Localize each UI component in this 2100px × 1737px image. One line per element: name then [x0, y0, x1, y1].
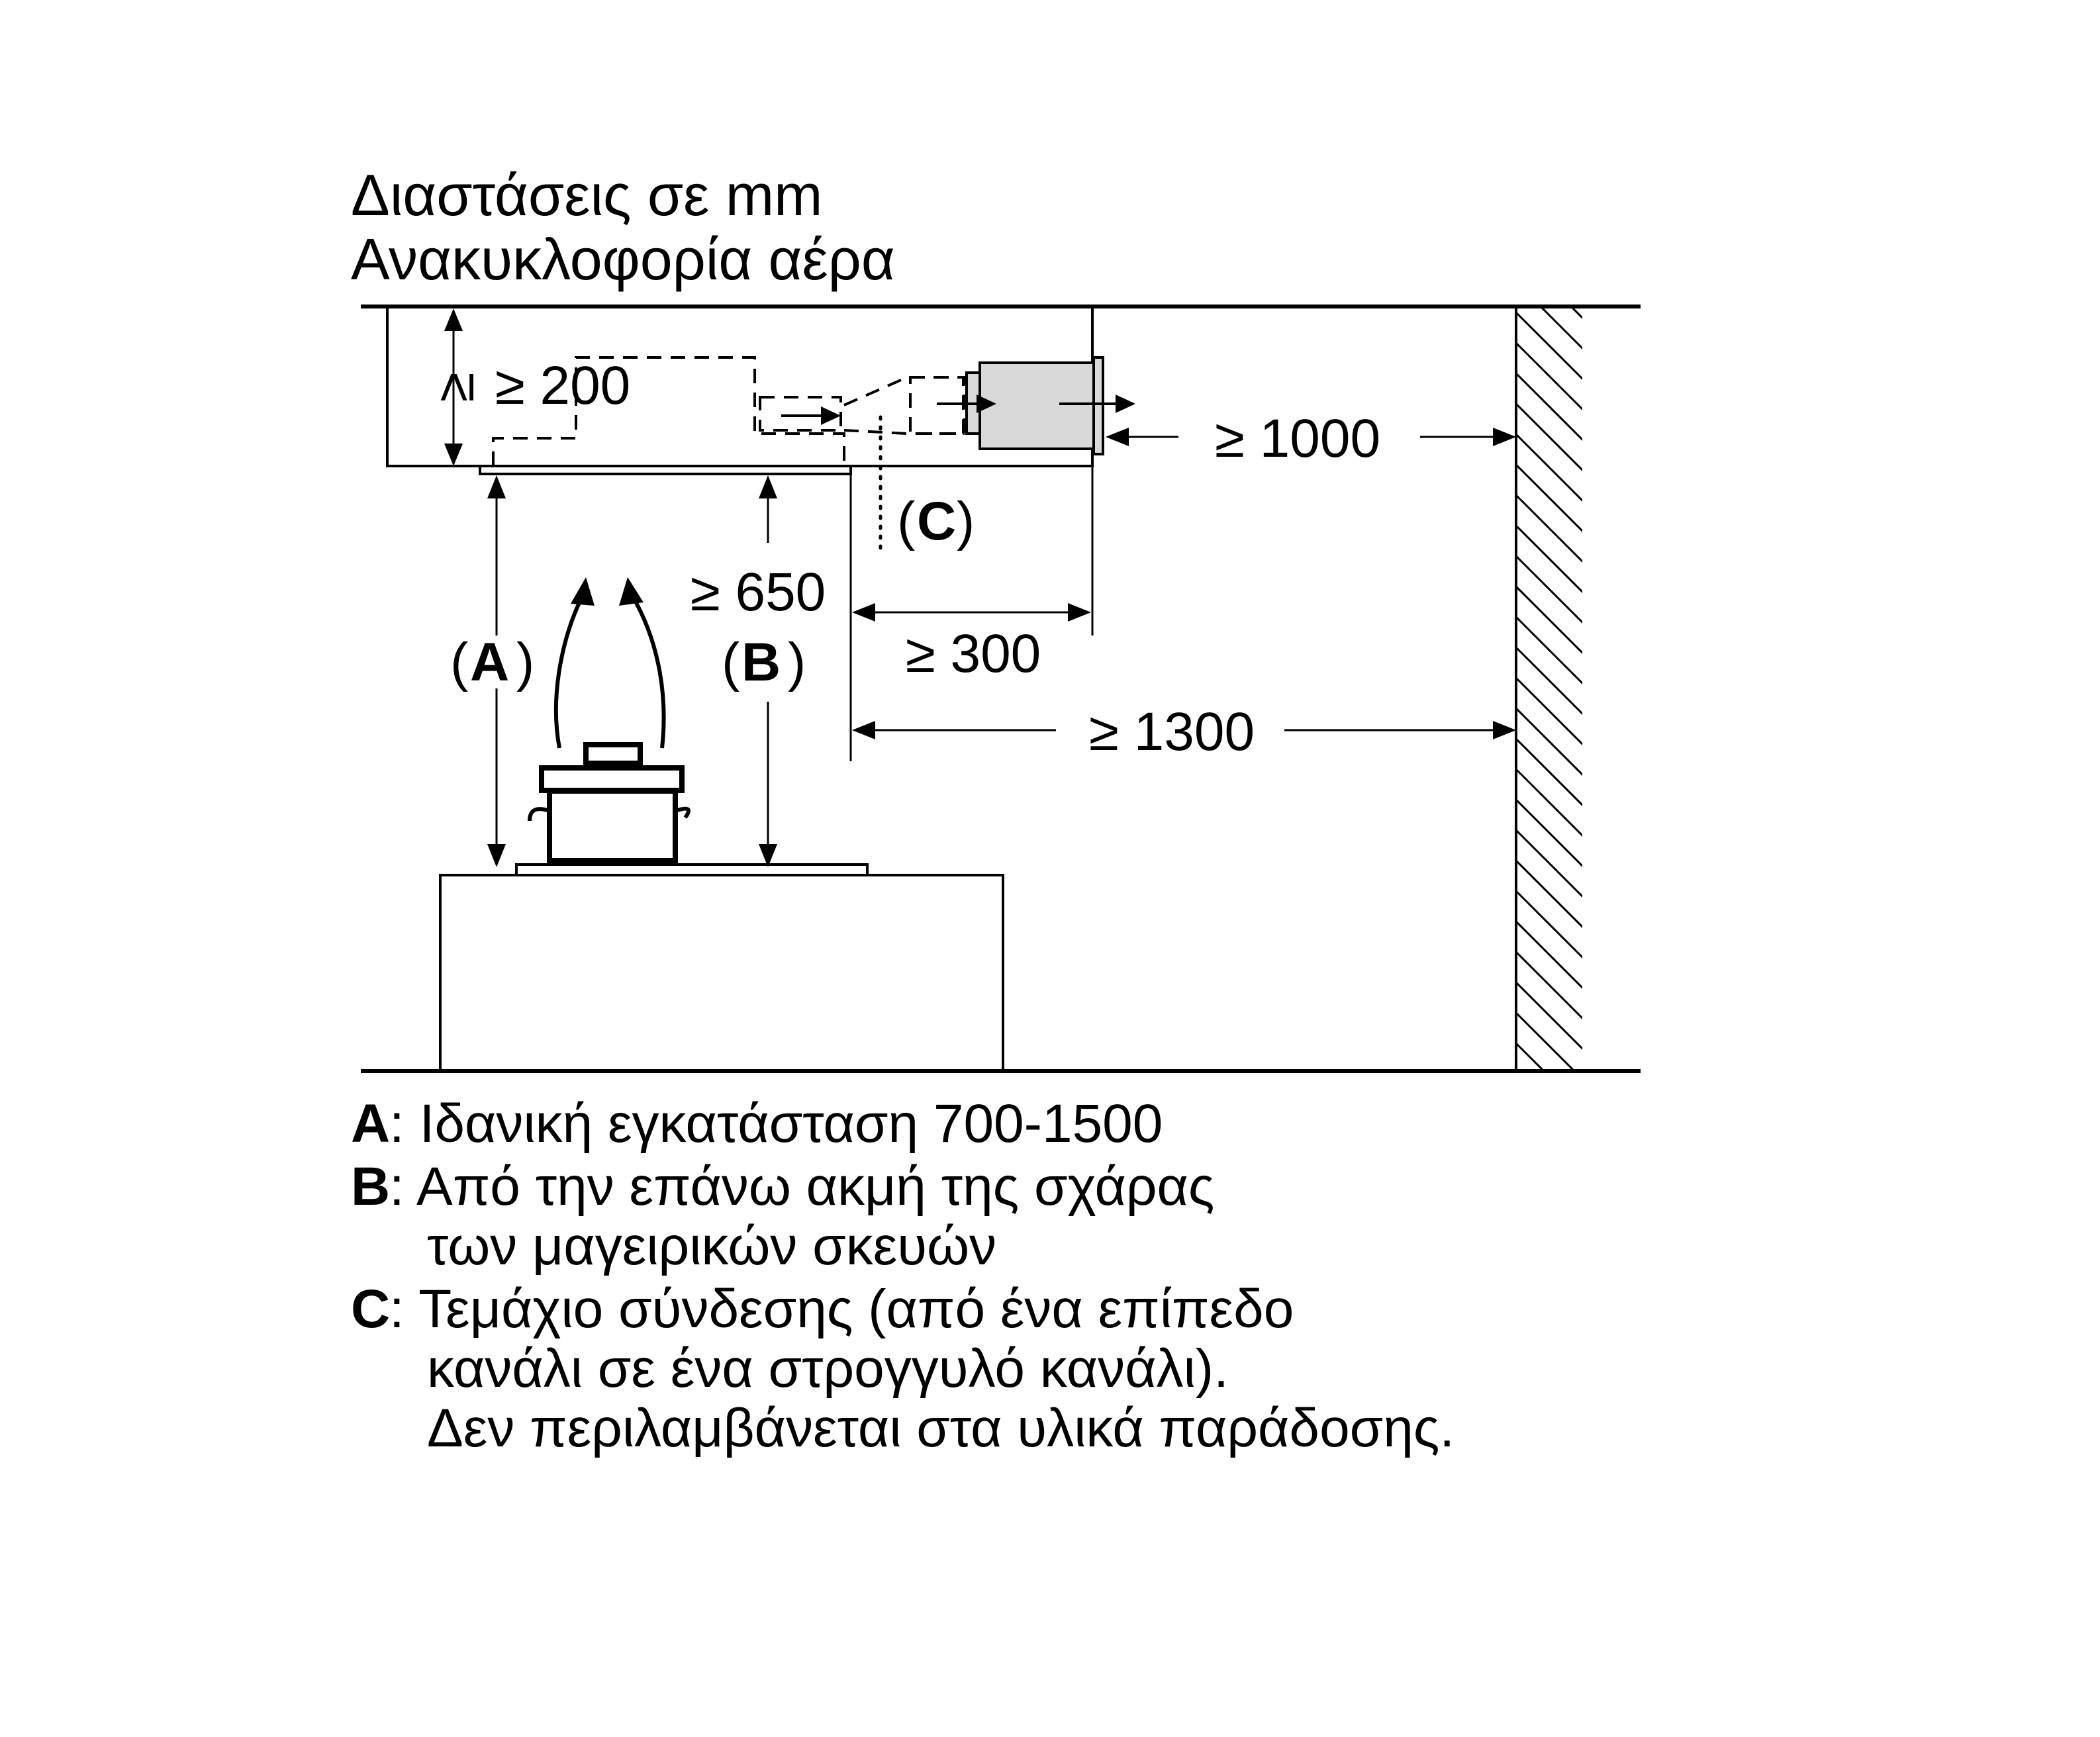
hood-hidden-outline	[492, 356, 966, 466]
steam-arrows	[553, 577, 666, 749]
dimension-min-200: ≥ ≥ 200	[425, 308, 630, 466]
label-a-paren-open: (	[450, 632, 468, 692]
hatch-line	[1516, 342, 1582, 411]
dimension-b: ≥ 650 ( B )	[691, 475, 826, 867]
hatch-line	[1516, 372, 1582, 442]
cooking-pot-icon	[528, 742, 691, 863]
legend-b-text-line1: : Από την επάνω ακμή της σχάρας	[389, 1156, 1214, 1217]
filter-module	[965, 356, 1104, 455]
legend-c-text-line3: Δεν περιλαμβάνεται στα υλικά παράδοσης.	[427, 1398, 1455, 1458]
hatch-line	[1516, 463, 1582, 533]
heading-units: Διαστάσεις σε mm	[351, 162, 822, 228]
hatch-line	[1516, 433, 1582, 502]
connector-top-dashed	[843, 376, 965, 406]
hood-bottom-plate	[479, 465, 852, 475]
steam-arrow-right	[630, 594, 666, 749]
hatch-line	[1516, 1074, 1589, 1147]
legend-b-key: B	[351, 1156, 390, 1217]
pot-lid	[539, 765, 685, 793]
airflow-arrows-hood	[781, 395, 1135, 425]
hatch-line	[1516, 829, 1582, 898]
pot-handle-left	[528, 807, 550, 822]
legend-c-key: C	[351, 1279, 390, 1339]
label-b-paren-close: )	[788, 632, 806, 692]
hatch-line	[1516, 1042, 1545, 1070]
hatch-line	[1516, 646, 1582, 716]
side-wall	[1515, 308, 1589, 1177]
legend-a-text: : Ιδανική εγκατάσταση 700-1500	[389, 1094, 1163, 1154]
wall-hatching	[1516, 308, 1589, 1177]
legend-c-text-line1: : Τεμάχιο σύνδεσης (από ένα επίπεδο	[389, 1279, 1294, 1339]
hatch-line	[1516, 616, 1582, 685]
hob-plate	[515, 863, 869, 876]
dimension-1300-text: ≥ 1300	[1089, 702, 1255, 762]
hatch-line	[1516, 737, 1582, 807]
dimension-wall-clearance: ≥ 1000	[1106, 408, 1516, 469]
legend-c-text-line2: κανάλι σε ένα στρογγυλό κανάλι).	[427, 1338, 1229, 1399]
hatch-line	[1516, 1011, 1575, 1070]
dimension-650-text: ≥ 650	[691, 562, 826, 622]
label-b-letter: B	[741, 632, 781, 692]
heading-mode: Ανακυκλοφορία αέρα	[351, 226, 895, 292]
legend-item-a: A : Ιδανική εγκατάσταση 700-1500	[351, 1094, 1163, 1154]
label-a-letter: A	[470, 632, 509, 692]
steam-arrow-left	[553, 594, 585, 749]
dimension-200-text: ≥ 200	[495, 355, 631, 416]
connector-label: ( C )	[897, 491, 975, 551]
hatch-line	[1516, 1104, 1589, 1177]
hatch-line	[1516, 524, 1582, 594]
hatch-line	[1516, 798, 1582, 868]
hatch-line	[1516, 494, 1582, 563]
pot-handle-right	[675, 806, 691, 819]
kitchen-counter	[439, 874, 1004, 1071]
connector-body-dashed	[909, 376, 966, 435]
hatch-line	[1516, 920, 1582, 990]
legend-a-key: A	[351, 1094, 390, 1154]
connector-paren-close: )	[957, 491, 975, 551]
airflow-arrow-2	[977, 395, 996, 413]
dimension-1000-text: ≥ 1000	[1215, 408, 1380, 469]
hatch-line	[1516, 768, 1582, 837]
legend-item-b: B : Από την επάνω ακμή της σχάρας των μα…	[351, 1156, 1214, 1276]
hatch-line	[1516, 585, 1582, 655]
hatch-line	[1516, 311, 1582, 381]
hatch-line	[1516, 677, 1582, 746]
airflow-arrow-1	[821, 406, 841, 425]
hatch-line	[1541, 308, 1582, 350]
legend: A : Ιδανική εγκατάσταση 700-1500 B : Από…	[351, 1094, 1455, 1458]
filter-body	[978, 361, 1095, 450]
legend-item-c: C : Τεμάχιο σύνδεσης (από ένα επίπεδο κα…	[351, 1279, 1455, 1458]
pot-body	[547, 788, 678, 863]
dimension-200-geq: ≥	[425, 372, 485, 402]
hood-outlet-dashed	[759, 396, 842, 432]
hatch-line	[1516, 555, 1582, 624]
hatch-line	[1516, 890, 1582, 959]
dimension-min-300: ≥ 300	[852, 603, 1091, 684]
connector-paren-open: (	[897, 491, 915, 551]
dimension-min-1300: ≥ 1300	[852, 702, 1516, 762]
dimension-a: ( A )	[450, 475, 534, 867]
hatch-line	[1516, 707, 1582, 776]
hatch-line	[1516, 951, 1582, 1020]
dimension-300-text: ≥ 300	[906, 624, 1041, 684]
label-b-paren-open: (	[722, 632, 740, 692]
legend-b-text-line2: των μαγειρικών σκευών	[427, 1216, 996, 1276]
pot-lid-handle	[583, 742, 643, 766]
hatch-line	[1516, 981, 1582, 1051]
airflow-arrow-3	[1116, 395, 1135, 413]
connector-bottom-dashed	[843, 405, 965, 435]
hatch-line	[1516, 859, 1582, 929]
connector-letter: C	[917, 491, 956, 551]
label-a-paren-close: )	[516, 632, 534, 692]
hatch-line	[1516, 402, 1582, 472]
diagram-heading: Διαστάσεις σε mm Ανακυκλοφορία αέρα	[351, 162, 895, 292]
hatch-line	[1571, 308, 1582, 320]
filter-end-cap	[1092, 356, 1104, 455]
